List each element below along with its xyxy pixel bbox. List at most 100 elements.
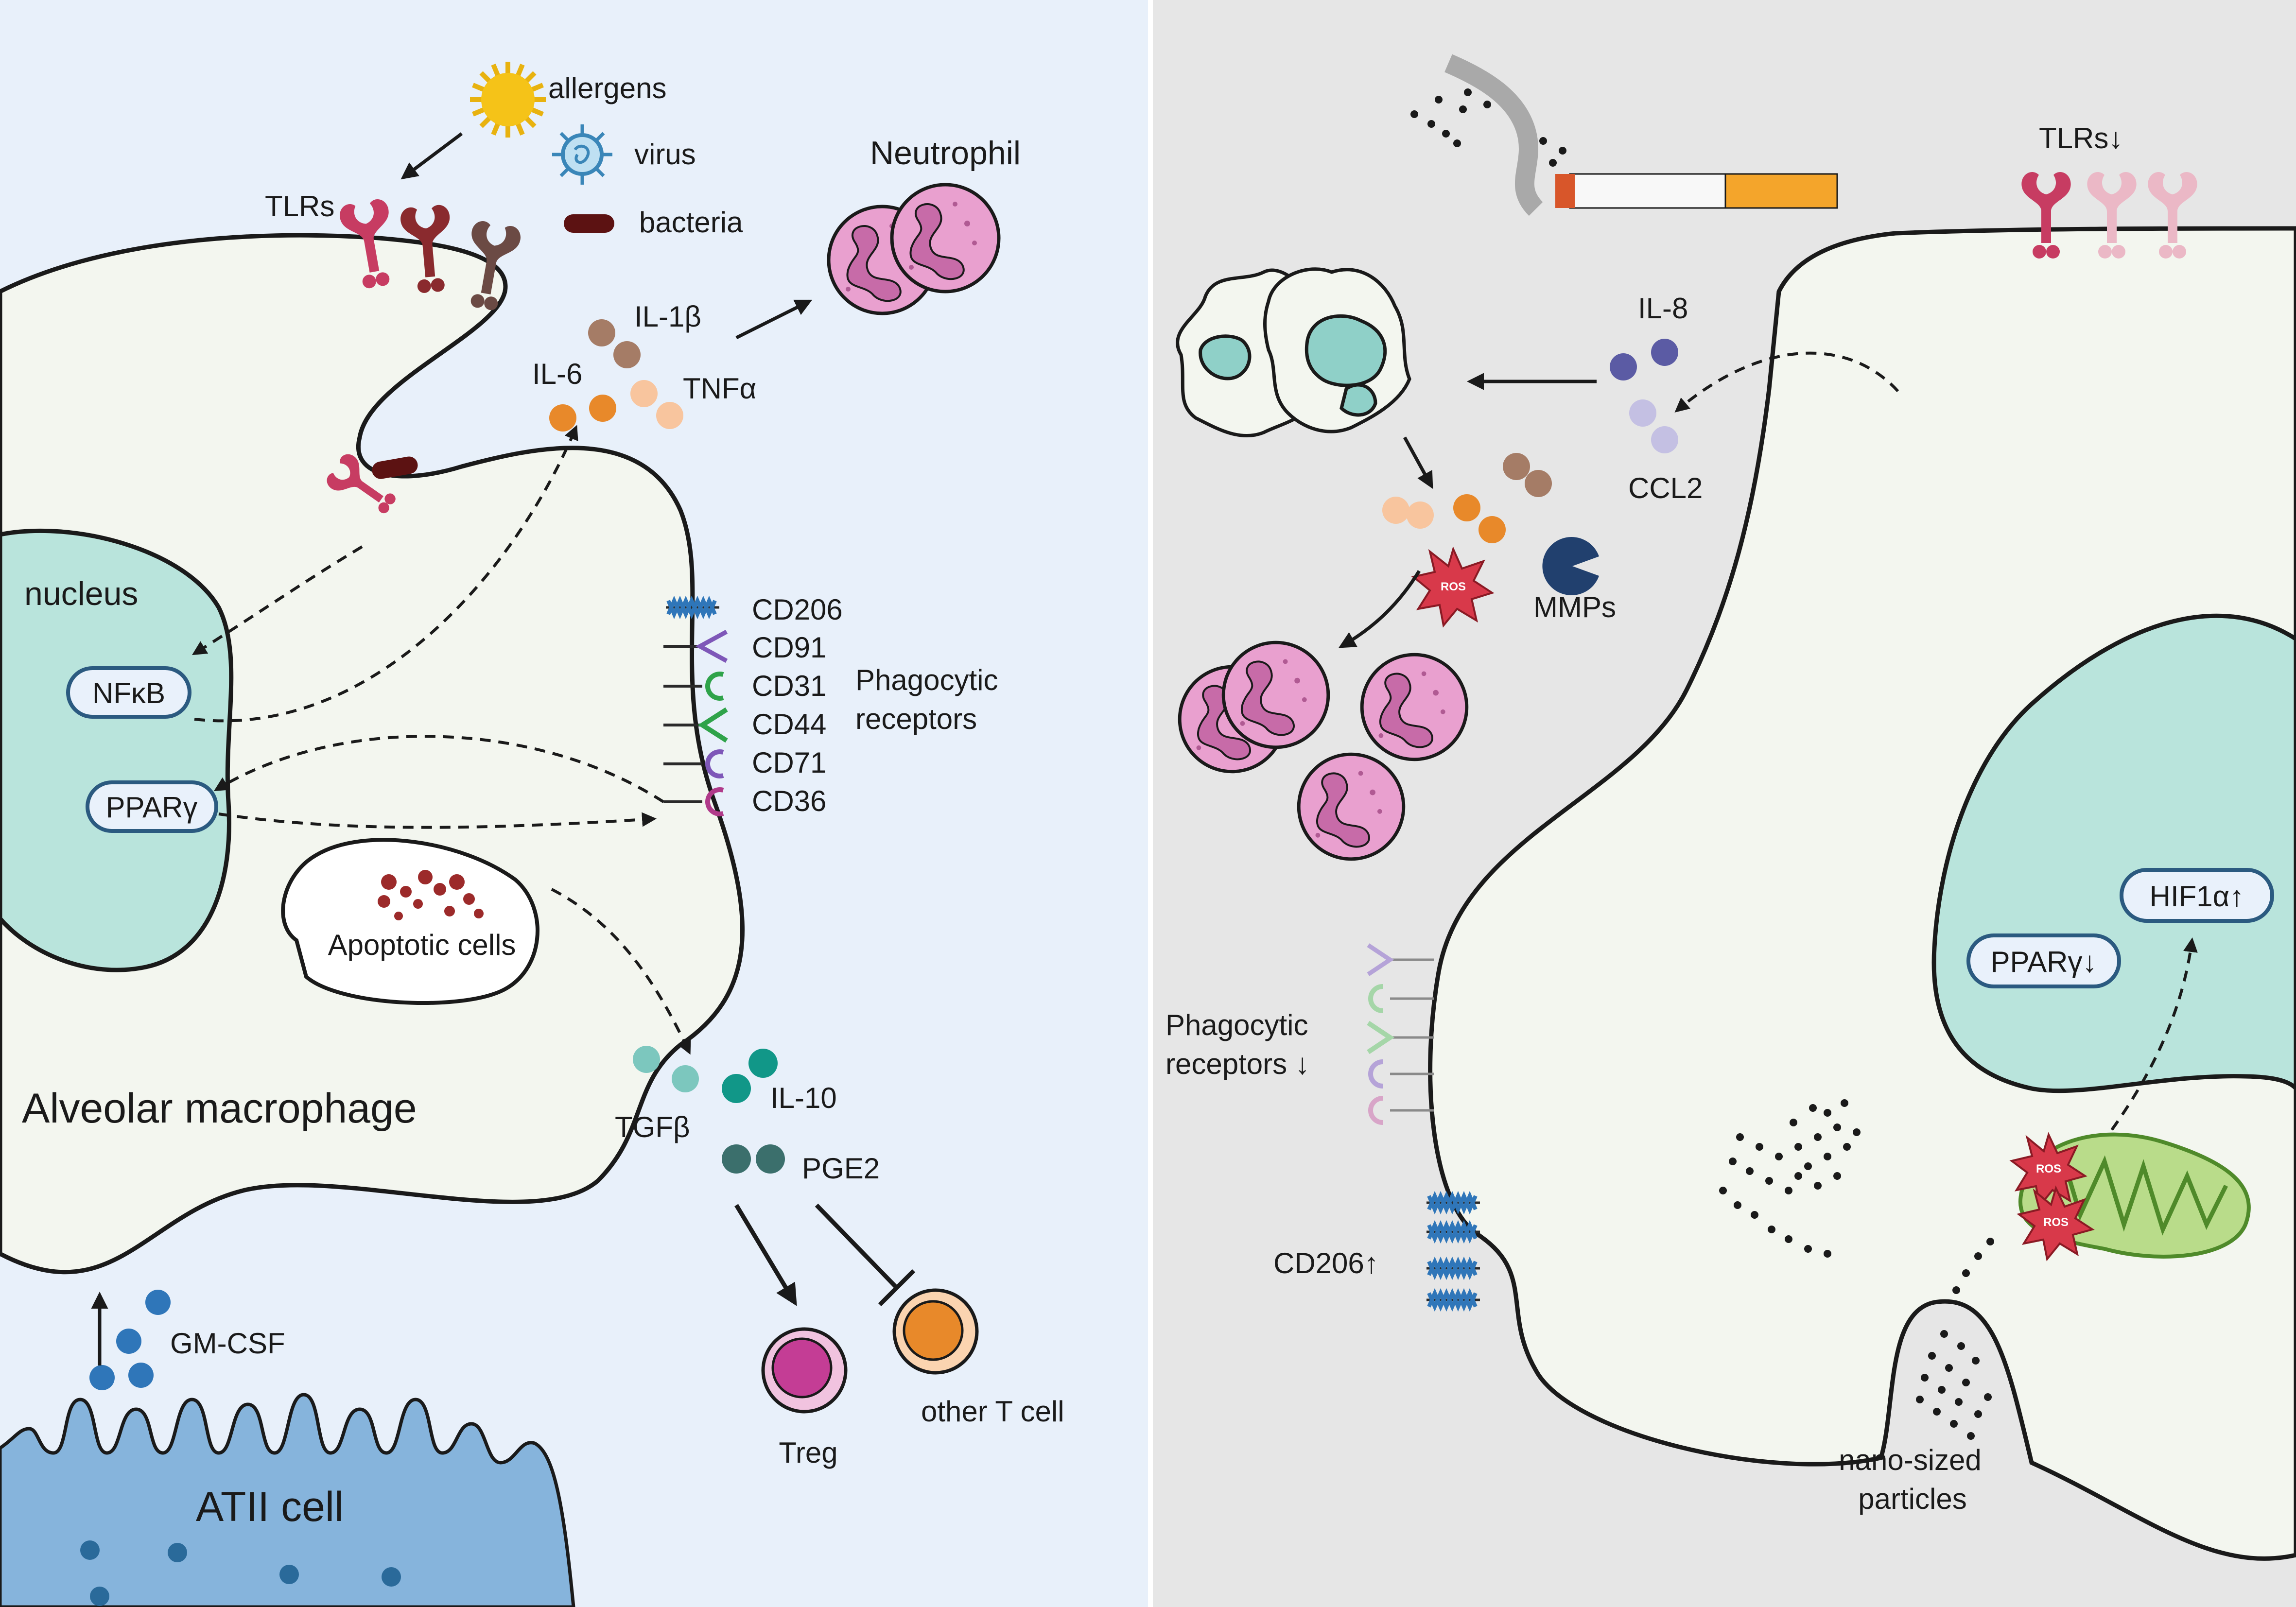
right-panel: TLRs↓ IL-8 CCL2 ROS: [1165, 54, 2296, 1561]
cytoplasm-particles: [1719, 1099, 1994, 1294]
ppary-box: [86, 780, 218, 833]
pge2-molecule: [756, 1144, 785, 1174]
ros-to-hif1a-arrow: [2110, 937, 2198, 1131]
smoke-particles: [1410, 88, 1566, 167]
il6-molecule: [589, 395, 616, 422]
cd206-receptor-icon: [1426, 1261, 1480, 1275]
cd31-receptor-icon: [1368, 984, 1434, 1013]
ccl2-molecule: [1629, 399, 1656, 427]
il1b-molecule: [588, 319, 615, 346]
tnfa-molecule: [656, 402, 683, 429]
atii-cell-shape: [0, 1393, 575, 1607]
other-t-cell: [892, 1288, 979, 1375]
allergen-to-tlr-arrow: [400, 132, 463, 180]
phagocytic-receptors-label: Phagocytic: [855, 664, 998, 696]
ppary-down-box: [1966, 933, 2121, 988]
ros-label: ROS: [2043, 1216, 2069, 1229]
neutrophil-cell: [1299, 754, 1404, 859]
nucleus-label: nucleus: [24, 575, 138, 612]
nfkb-label: NFκB: [92, 677, 165, 709]
cd206-receptor-icon: [1426, 1225, 1480, 1239]
pge2-molecule: [722, 1144, 751, 1174]
left-panel: allergens virus bacteria TLRs: [0, 62, 1064, 1607]
neutrophil-cell: [1362, 655, 1467, 760]
receptor-label-cd36: CD36: [752, 785, 826, 817]
ppary-label: PPARγ: [106, 791, 198, 824]
receptor-label-cd206: CD206: [752, 593, 843, 626]
bacteria-icon: [564, 214, 614, 233]
il10-molecule: [748, 1049, 778, 1078]
ros-icon: ROS: [2017, 1185, 2095, 1261]
ros-icon: ROS: [1411, 546, 1495, 628]
cytokine-to-neutrophil-arrow: [1338, 570, 1421, 648]
gmcsf-molecule: [145, 1290, 171, 1315]
cd36-receptor-icon: [663, 787, 724, 816]
cd36-receptor-icon: [1368, 1096, 1434, 1125]
tlrs-label: TLRs: [265, 190, 334, 223]
tgfb-label: TGFβ: [615, 1111, 690, 1143]
atii-cell-granules: [80, 1540, 401, 1606]
neutrophil-cell: [1223, 642, 1328, 747]
virus-icon: [552, 124, 612, 185]
cd71-receptor-icon: [663, 749, 724, 778]
neutrophil-label: Neutrophil: [870, 135, 1021, 172]
other-t-cell-label: other T cell: [921, 1395, 1064, 1428]
virus-label: virus: [634, 138, 696, 171]
tnfa-molecule: [630, 380, 658, 407]
allergens-label: allergens: [548, 72, 667, 104]
pge2-label: PGE2: [802, 1152, 880, 1185]
gmcsf-molecule: [128, 1363, 154, 1388]
pge2-inhibits-t-cell: [815, 1203, 916, 1307]
il8-label: IL-8: [1638, 292, 1688, 325]
damaged-epithelial-cells: [1176, 267, 1411, 438]
phagocytic-receptor-group: [663, 601, 728, 816]
cell-to-cytokine-arrow: [1403, 436, 1433, 489]
mmps-label: MMPs: [1533, 591, 1616, 623]
neutrophil-cell: [892, 185, 999, 292]
pge2-to-treg-arrow: [734, 1204, 797, 1306]
cytokine-to-neutrophil-arrow: [735, 299, 813, 340]
allergen-icon: [470, 62, 546, 138]
nano-particles: [1916, 1330, 1992, 1440]
tgfb-molecule: [633, 1046, 660, 1073]
alveolar-macrophage-membrane: [0, 233, 745, 1275]
apoptotic-fragments: [378, 870, 484, 920]
engulfed-bacteria-icon: [372, 456, 418, 479]
alveolar-macrophage-label: Alveolar macrophage: [22, 1085, 417, 1132]
il8-molecule: [1651, 339, 1678, 366]
ros-label: ROS: [2036, 1162, 2061, 1175]
tlr-to-nfkb-arrow: [191, 545, 363, 656]
cd71-receptor-icon: [1368, 1059, 1434, 1089]
apoptotic-to-cytokine-arrow: [551, 888, 691, 1055]
tnfa-molecule: [1382, 497, 1409, 524]
phagocytic-receptors-label: Phagocytic: [1165, 1009, 1308, 1041]
nucleus-shape: [0, 528, 234, 972]
treg-cell: [761, 1327, 848, 1414]
ros-label: ROS: [1441, 580, 1466, 593]
phagocytic-receptors-label: receptors: [855, 703, 977, 735]
ppary-to-receptor-arrow: [218, 812, 657, 829]
cd44-receptor-icon: [663, 707, 728, 743]
treg-label: Treg: [779, 1436, 837, 1469]
il6-molecule: [1453, 494, 1480, 521]
bacteria-label: bacteria: [639, 206, 743, 239]
nfkb-to-cytokine-arrow: [194, 425, 578, 723]
il1b-molecule: [1503, 453, 1530, 480]
il8-molecule: [1610, 353, 1637, 380]
ccl2-molecule: [1651, 426, 1678, 453]
tnfa-molecule: [1407, 501, 1434, 529]
il10-molecule: [722, 1074, 751, 1103]
cd91-receptor-icon: [1367, 943, 1434, 976]
tlrs-down-label: TLRs↓: [2039, 122, 2123, 155]
gmcsf-molecule: [116, 1329, 141, 1354]
il10-label: IL-10: [770, 1082, 837, 1114]
cd44-receptor-icon: [1367, 1020, 1434, 1054]
il1b-molecule: [1525, 470, 1552, 497]
macrophage-to-il8-arrow: [1674, 351, 1899, 413]
receptor-label-cd31: CD31: [752, 670, 826, 702]
nano-particles-label: particles: [1858, 1483, 1966, 1515]
phagocytic-receptor-group-faded: [1367, 943, 1434, 1125]
nano-particles-label: nano-sized: [1839, 1444, 1982, 1476]
il1b-label: IL-1β: [634, 300, 701, 333]
